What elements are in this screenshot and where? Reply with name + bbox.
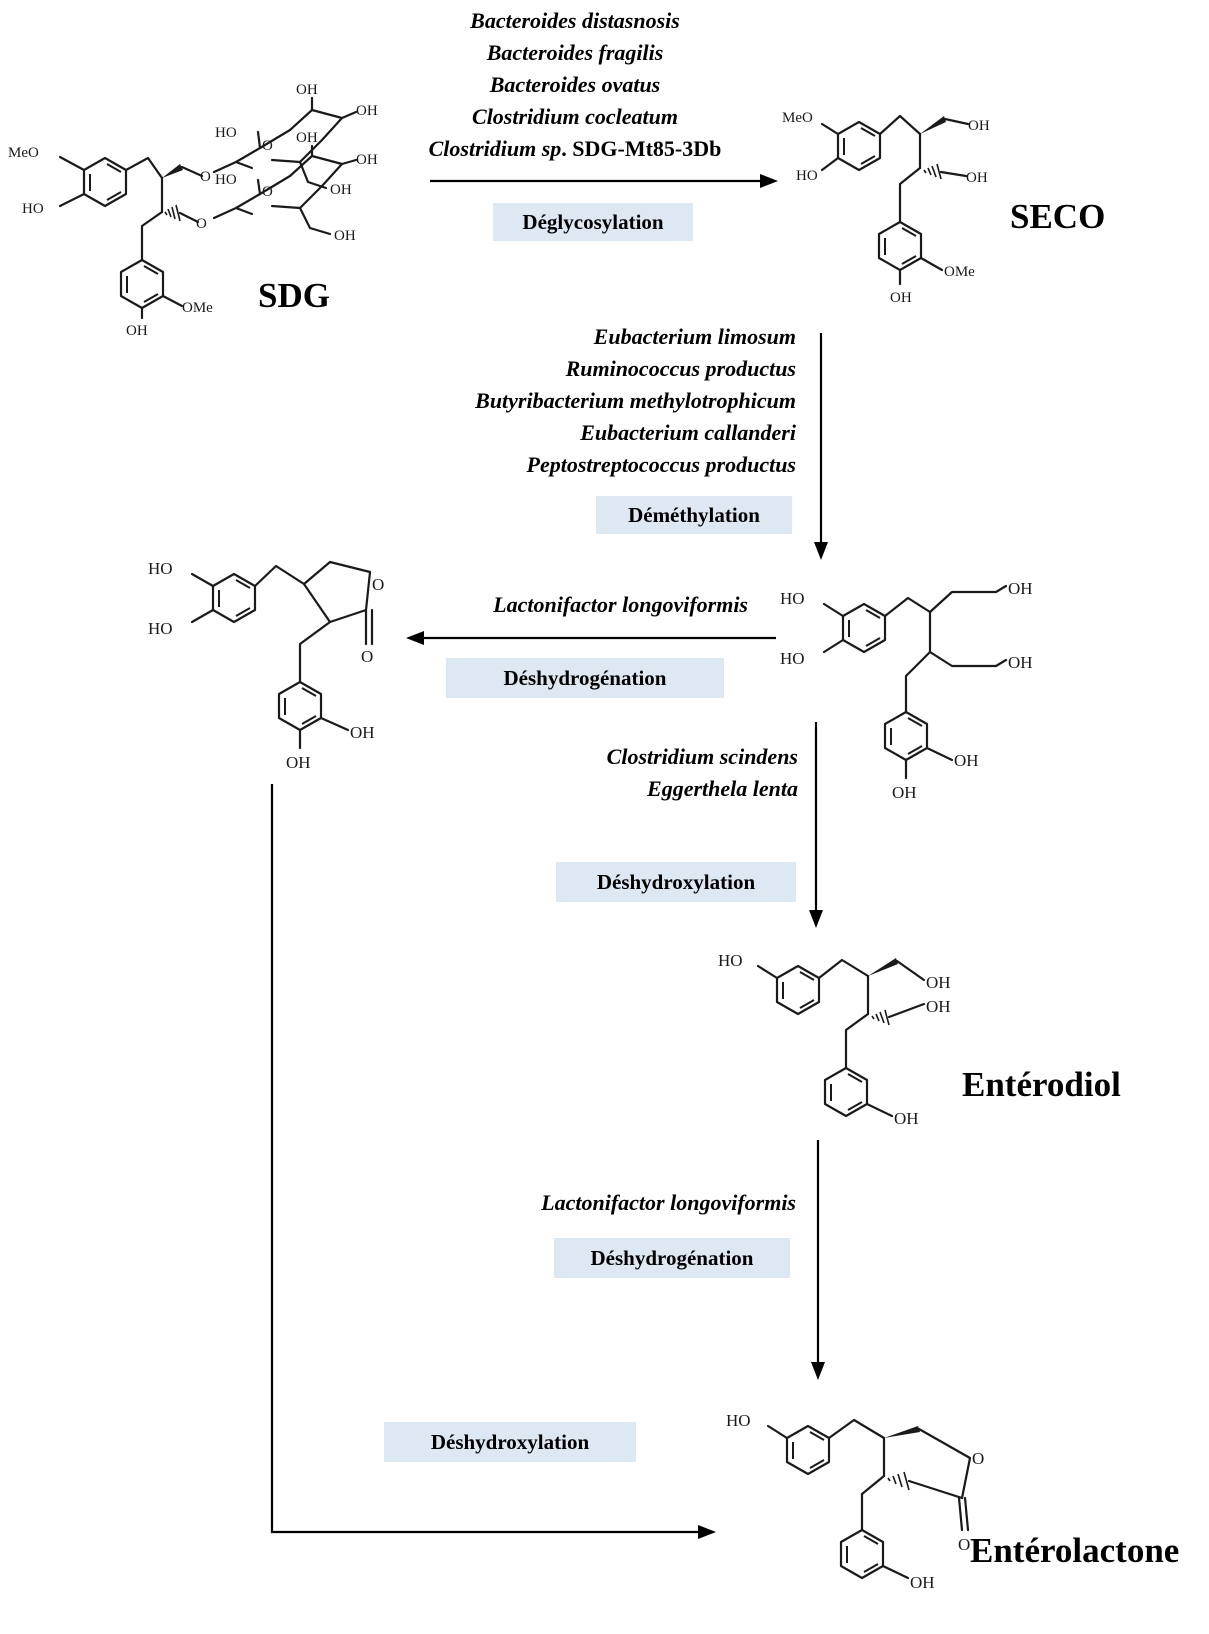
- svg-text:O: O: [262, 184, 273, 200]
- step-dehydrogenation-2: Lactonifactor longoviformis Déshydrogéna…: [540, 1140, 825, 1380]
- enterolactone-structure: HO O O OH: [726, 1411, 984, 1592]
- process-label: Déshydrogénation: [591, 1246, 754, 1270]
- process-box: [554, 1238, 790, 1278]
- bacterium-name: Bacteroides distasnosis: [469, 8, 680, 33]
- compound-label-enterolactone: Entérolactone: [970, 1531, 1179, 1570]
- step-dehydroxylation-1: Clostridium scindens Eggerthela lenta Dé…: [556, 722, 823, 928]
- svg-text:OH: OH: [356, 152, 378, 168]
- svg-text:OH: OH: [350, 723, 375, 742]
- enterodiol-structure: HO OH OH OH: [718, 951, 951, 1128]
- bacterium-name: Eggerthela lenta: [646, 776, 798, 801]
- svg-text:OH: OH: [296, 82, 318, 98]
- svg-text:OH: OH: [892, 783, 917, 802]
- svg-text:O: O: [958, 1535, 970, 1554]
- didemethyl-seco-structure: HO HO OH OH OH OH: [780, 579, 1033, 802]
- compound-label-seco: SECO: [1010, 197, 1105, 236]
- seco-structure: MeO HO OH OH OMe OH: [782, 110, 990, 306]
- svg-text:MeO: MeO: [782, 110, 813, 126]
- process-label: Déglycosylation: [522, 210, 663, 234]
- bacterium-name: Lactonifactor longoviformis: [540, 1190, 796, 1215]
- step-demethylation: Eubacterium limosum Ruminococcus product…: [474, 324, 828, 560]
- bacterium-name: Clostridium cocleatum: [472, 104, 678, 129]
- bacterium-name: Bacteroides fragilis: [486, 40, 664, 65]
- bacterium-name: Bacteroides ovatus: [489, 72, 661, 97]
- svg-text:HO: HO: [148, 619, 173, 638]
- svg-text:OH: OH: [966, 170, 988, 186]
- svg-text:OMe: OMe: [944, 264, 975, 280]
- bacterium-name: Eubacterium limosum: [593, 324, 796, 349]
- bacterium-name: Butyribacterium methylotrophicum: [474, 388, 796, 413]
- process-label: Déméthylation: [628, 503, 760, 527]
- svg-text:OH: OH: [954, 751, 979, 770]
- step-deglycosylation: Bacteroides distasnosis Bacteroides frag…: [429, 8, 778, 241]
- step-dehydroxylation-2: Déshydroxylation: [270, 784, 716, 1539]
- svg-text:OH: OH: [968, 118, 990, 134]
- process-box: [384, 1422, 636, 1462]
- svg-text:MeO: MeO: [8, 145, 39, 161]
- svg-text:OH: OH: [330, 182, 352, 198]
- svg-text:HO: HO: [22, 201, 44, 217]
- svg-text:OH: OH: [1008, 653, 1033, 672]
- svg-text:O: O: [262, 138, 273, 154]
- svg-text:HO: HO: [215, 125, 237, 141]
- svg-text:HO: HO: [726, 1411, 751, 1430]
- svg-text:O: O: [972, 1449, 984, 1468]
- svg-text:HO: HO: [780, 589, 805, 608]
- bacterium-name: Eubacterium callanderi: [579, 420, 797, 445]
- svg-text:OH: OH: [926, 973, 951, 992]
- svg-text:OH: OH: [910, 1573, 935, 1592]
- svg-text:HO: HO: [215, 172, 237, 188]
- sdg-structure: MeO HO HO OH OH O OH O HO OH OH O OH O O…: [8, 82, 378, 339]
- svg-text:HO: HO: [718, 951, 743, 970]
- svg-text:OH: OH: [126, 323, 148, 339]
- svg-text:OH: OH: [890, 290, 912, 306]
- process-box: [446, 658, 724, 698]
- process-label: Déshydrogénation: [504, 666, 667, 690]
- svg-text:OH: OH: [1008, 579, 1033, 598]
- svg-text:OH: OH: [286, 753, 311, 772]
- svg-text:OH: OH: [894, 1109, 919, 1128]
- svg-text:OH: OH: [356, 103, 378, 119]
- bacterium-name: Clostridium scindens: [607, 744, 798, 769]
- svg-text:OH: OH: [926, 997, 951, 1016]
- step-dehydrogenation-1: Lactonifactor longoviformis Déshydrogéna…: [406, 592, 776, 698]
- process-label: Déshydroxylation: [431, 1430, 590, 1454]
- bacterium-name: Lactonifactor longoviformis: [492, 592, 748, 617]
- process-box: [493, 203, 693, 241]
- process-box: [596, 496, 792, 534]
- compound-label-sdg: SDG: [258, 276, 330, 315]
- svg-text:HO: HO: [796, 168, 818, 184]
- bacterium-name: Ruminococcus productus: [565, 356, 796, 381]
- didemethyl-lactone-structure: HO HO O O OH OH: [148, 559, 384, 772]
- process-box: [556, 862, 796, 902]
- compound-label-enterodiol: Entérodiol: [962, 1065, 1121, 1104]
- arrow-dehydroxylation-2: [270, 784, 700, 1534]
- svg-text:OH: OH: [334, 228, 356, 244]
- svg-text:O: O: [196, 216, 207, 232]
- svg-text:O: O: [372, 575, 384, 594]
- bacterium-name: Peptostreptococcus productus: [526, 452, 797, 477]
- svg-text:O: O: [200, 169, 211, 185]
- process-label: Déshydroxylation: [597, 870, 756, 894]
- svg-text:OMe: OMe: [182, 300, 213, 316]
- svg-text:OH: OH: [296, 130, 318, 146]
- svg-text:HO: HO: [780, 649, 805, 668]
- bacterium-name-strain: Clostridium sp. SDG-Mt85-3Db: [429, 136, 722, 161]
- svg-text:HO: HO: [148, 559, 173, 578]
- svg-text:O: O: [361, 647, 373, 666]
